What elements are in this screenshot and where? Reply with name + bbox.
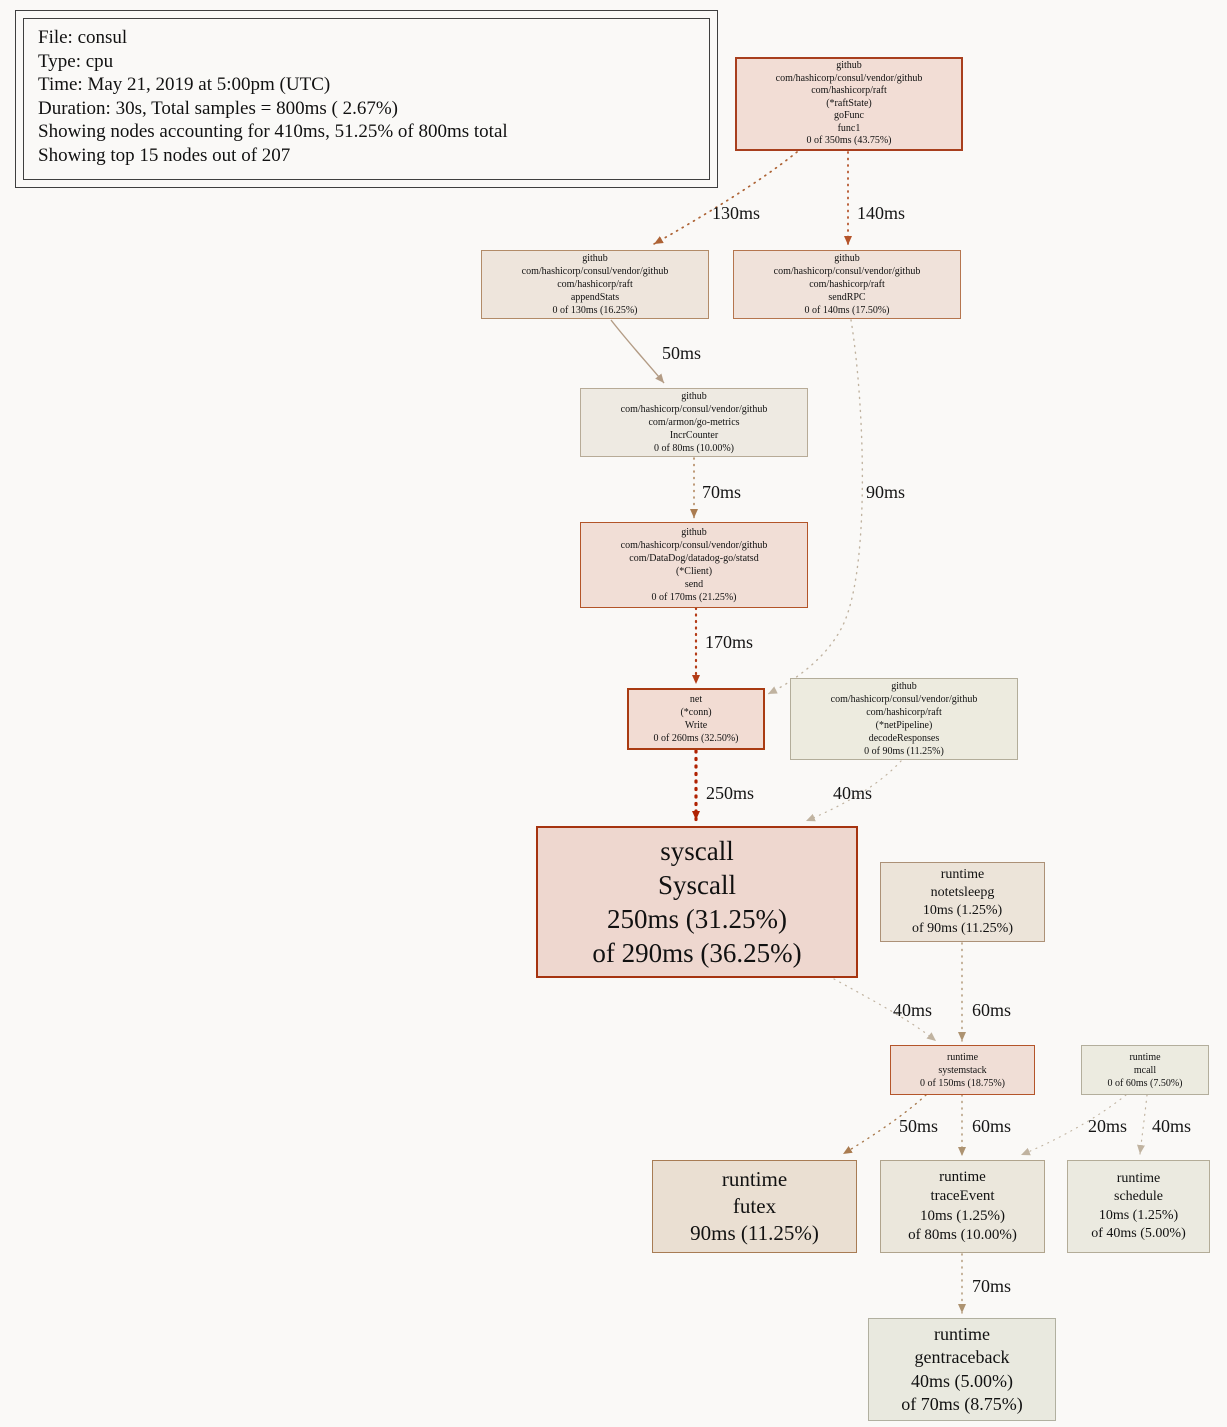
- legend-type: Type: cpu: [38, 50, 114, 72]
- edge-label-appendStats-IncrCounter: 50ms: [662, 343, 702, 363]
- node-systemstack[interactable]: runtime systemstack 0 of 150ms (18.75%): [890, 1045, 1035, 1095]
- node-mcall[interactable]: runtime mcall 0 of 60ms (7.50%): [1081, 1045, 1209, 1095]
- edge-Syscall-systemstack: [833, 978, 937, 1042]
- legend-box: File: consul Type: cpu Time: May 21, 201…: [15, 10, 718, 188]
- edge-label-send-Write: 170ms: [705, 632, 754, 652]
- edge-label-sendRPC-Write: 90ms: [866, 482, 906, 502]
- edge-mcall-traceEvent: [1020, 1094, 1127, 1156]
- node-schedule[interactable]: runtime schedule 10ms (1.25%) of 40ms (5…: [1067, 1160, 1210, 1253]
- node-conn-Write[interactable]: net (*conn) Write 0 of 260ms (32.50%): [627, 688, 765, 750]
- node-traceEvent[interactable]: runtime traceEvent 10ms (1.25%) of 80ms …: [880, 1160, 1045, 1253]
- edge-label-func1-sendRPC: 140ms: [857, 203, 906, 223]
- node-gentraceback[interactable]: runtime gentraceback 40ms (5.00%) of 70m…: [868, 1318, 1056, 1421]
- edge-appendStats-IncrCounter: [610, 319, 665, 384]
- legend-file: File: consul: [38, 27, 128, 48]
- edge-label-notetsleepg-systemstack: 60ms: [972, 1000, 1012, 1020]
- node-syscall-Syscall[interactable]: syscall Syscall 250ms (31.25%) of 290ms …: [536, 826, 858, 978]
- edge-systemstack-futex: [842, 1094, 927, 1155]
- edge-label-systemstack-futex: 50ms: [899, 1116, 939, 1136]
- node-statsd-send[interactable]: github com/hashicorp/consul/vendor/githu…: [580, 522, 808, 608]
- node-appendStats[interactable]: github com/hashicorp/consul/vendor/githu…: [481, 250, 709, 319]
- node-IncrCounter[interactable]: github com/hashicorp/consul/vendor/githu…: [580, 388, 808, 457]
- legend-inner-box: File: consul Type: cpu Time: May 21, 201…: [23, 18, 710, 180]
- legend-showing-nodes: Showing nodes accounting for 410ms, 51.2…: [38, 121, 508, 143]
- node-func1[interactable]: github com/hashicorp/consul/vendor/githu…: [735, 57, 963, 151]
- edge-label-traceEvent-gentraceback: 70ms: [972, 1276, 1012, 1296]
- edge-label-func1-appendStats: 130ms: [712, 203, 761, 223]
- edge-label-IncrCounter-send: 70ms: [702, 482, 742, 502]
- node-sendRPC[interactable]: github com/hashicorp/consul/vendor/githu…: [733, 250, 961, 319]
- edge-label-decodeResponses-Syscall: 40ms: [833, 783, 873, 803]
- node-futex[interactable]: runtime futex 90ms (11.25%): [652, 1160, 857, 1253]
- edge-label-mcall-traceEvent: 20ms: [1088, 1116, 1128, 1136]
- legend-time: Time: May 21, 2019 at 5:00pm (UTC): [38, 74, 331, 96]
- node-decodeResponses[interactable]: github com/hashicorp/consul/vendor/githu…: [790, 678, 1018, 760]
- node-notetsleepg[interactable]: runtime notetsleepg 10ms (1.25%) of 90ms…: [880, 862, 1045, 942]
- edge-label-mcall-schedule: 40ms: [1152, 1116, 1192, 1136]
- edge-label-Syscall-systemstack: 40ms: [893, 1000, 933, 1020]
- edge-sendRPC-Write: [767, 319, 864, 695]
- legend-duration: Duration: 30s, Total samples = 800ms ( 2…: [38, 97, 398, 119]
- edge-label-systemstack-traceEvent: 60ms: [972, 1116, 1012, 1136]
- edge-func1-appendStats: [653, 151, 798, 245]
- edge-mcall-schedule: [1137, 1094, 1148, 1155]
- edge-label-Write-Syscall: 250ms: [706, 783, 755, 803]
- legend-showing-top: Showing top 15 nodes out of 207: [38, 144, 291, 166]
